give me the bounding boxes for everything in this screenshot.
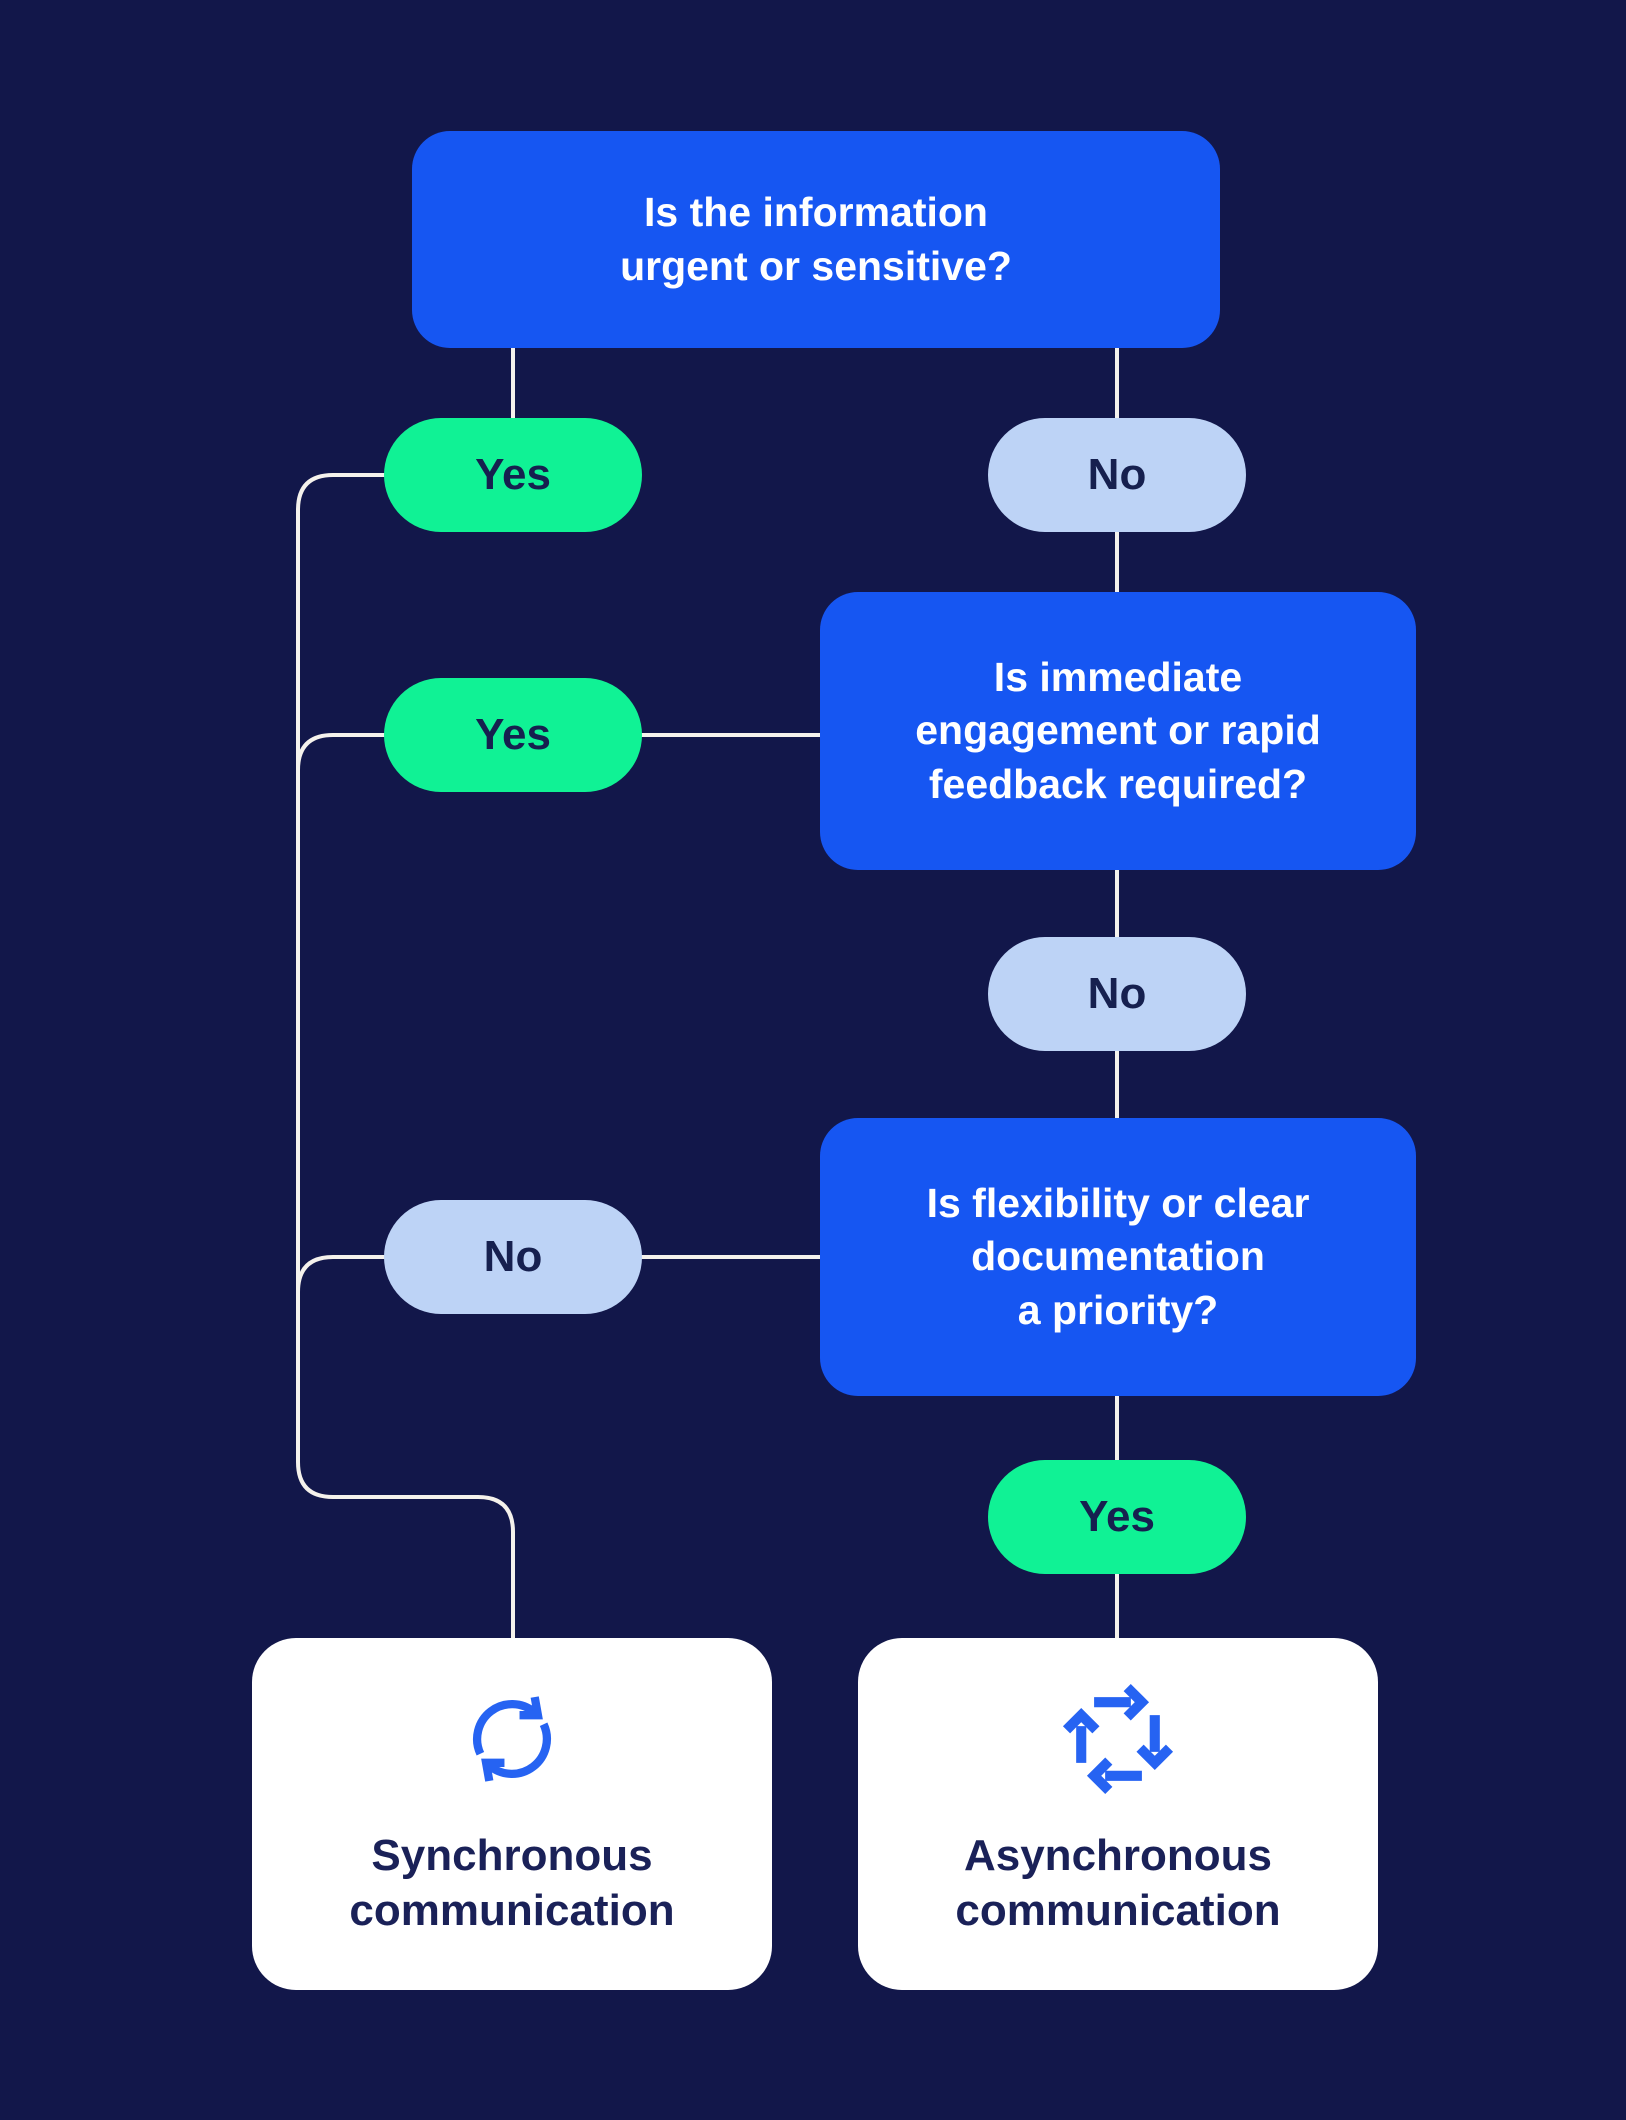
question-label: Is flexibility or clear documentation a …	[926, 1180, 1310, 1333]
question-node-immediate-engagement: Is immediate engagement or rapid feedbac…	[820, 592, 1416, 870]
branch-pill-q2-yes: Yes	[384, 678, 642, 792]
branch-label: No	[483, 1232, 543, 1281]
branch-pill-q2-no: No	[988, 937, 1246, 1051]
branch-label: Yes	[475, 450, 551, 499]
branch-label: No	[1087, 969, 1147, 1018]
question-label: Is immediate engagement or rapid feedbac…	[915, 654, 1321, 807]
result-card-synchronous: Synchronous communication	[252, 1638, 772, 1990]
sync-loop-icon	[455, 1682, 569, 1796]
result-label: Synchronous communication	[349, 1831, 675, 1935]
result-card-asynchronous: Asynchronous communication	[858, 1638, 1378, 1990]
question-node-flexibility-documentation: Is flexibility or clear documentation a …	[820, 1118, 1416, 1396]
cycle-arrows-icon	[1061, 1682, 1175, 1796]
branch-pill-q3-yes: Yes	[988, 1460, 1246, 1574]
result-label: Asynchronous communication	[955, 1831, 1281, 1935]
branch-pill-q3-no: No	[384, 1200, 642, 1314]
branch-label: Yes	[1079, 1492, 1155, 1541]
connector-q3-no	[296, 1255, 822, 1294]
branch-label: No	[1087, 450, 1147, 499]
connector-q2-yes	[296, 733, 822, 772]
branch-pill-q1-no: No	[988, 418, 1246, 532]
branch-label: Yes	[475, 710, 551, 759]
connector-left-rail	[296, 346, 515, 1642]
branch-pill-q1-yes: Yes	[384, 418, 642, 532]
question-node-urgent-sensitive: Is the information urgent or sensitive?	[412, 131, 1220, 348]
question-label: Is the information urgent or sensitive?	[620, 189, 1012, 289]
